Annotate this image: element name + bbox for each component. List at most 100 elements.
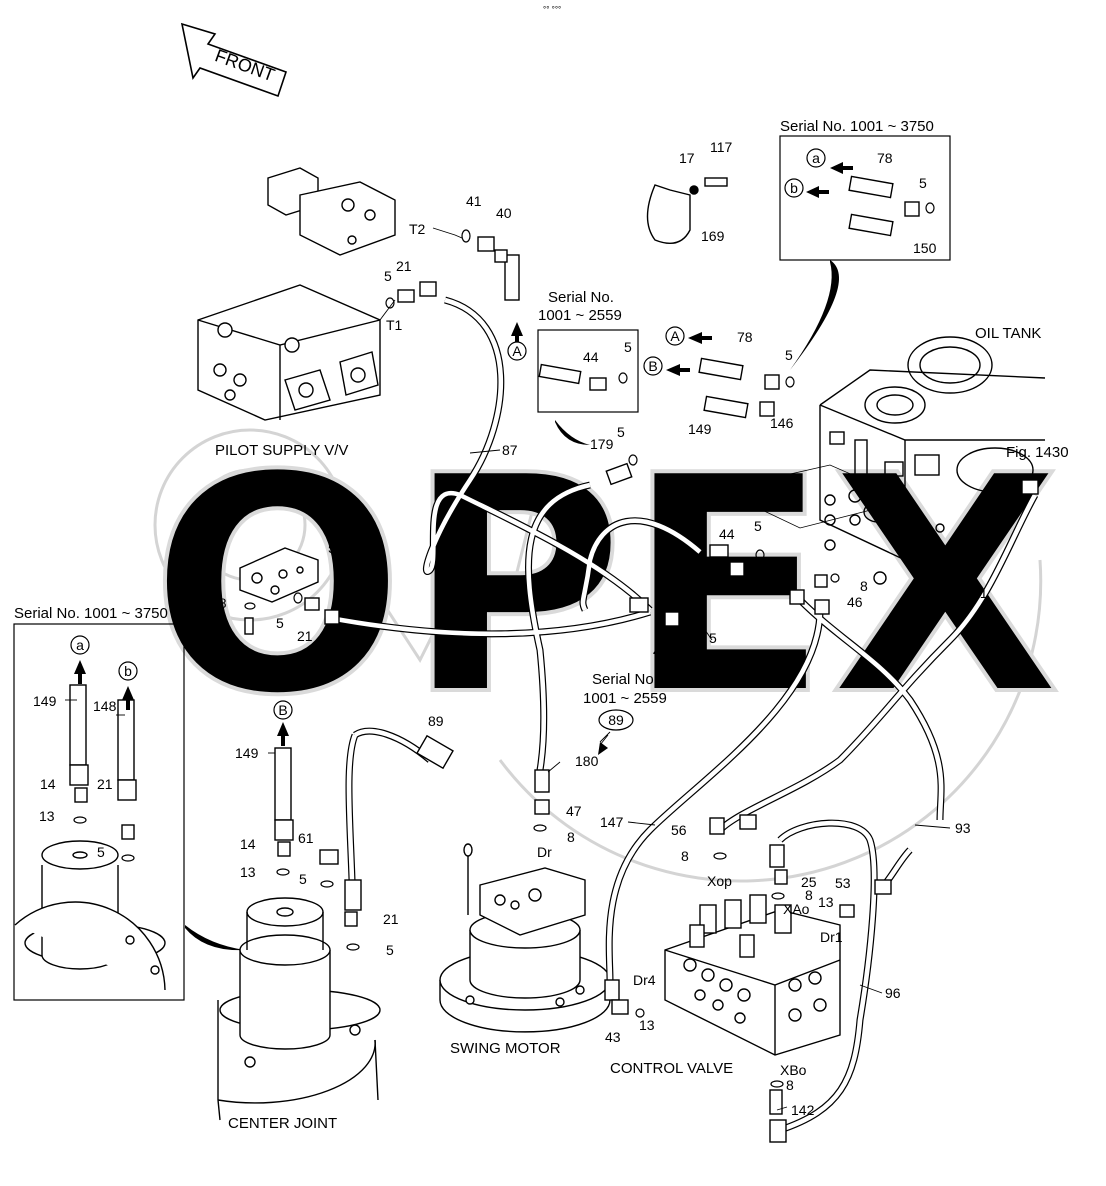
svg-text:41: 41 (466, 193, 482, 209)
svg-text:8: 8 (805, 887, 813, 903)
label-control-valve: CONTROL VALVE (610, 1060, 733, 1077)
svg-text:5: 5 (624, 339, 632, 355)
svg-text:8: 8 (681, 848, 689, 864)
svg-text:21: 21 (383, 911, 399, 927)
svg-text:Dr4: Dr4 (633, 972, 656, 988)
svg-text:8: 8 (786, 1077, 794, 1093)
svg-text:58: 58 (212, 622, 228, 638)
svg-text:25: 25 (801, 874, 817, 890)
hoses (329, 296, 1039, 1134)
callout-arrow-mid (555, 420, 590, 445)
svg-text:21: 21 (396, 258, 412, 274)
svg-text:96: 96 (885, 985, 901, 1001)
serial-labels: Serial No. 1001 ~ 3750 Serial No. 1001 ~… (14, 118, 1069, 707)
oil-tank (718, 336, 1046, 585)
svg-text:FRONT: FRONT (212, 45, 277, 85)
svg-text:90: 90 (357, 584, 373, 600)
svg-text:150: 150 (913, 240, 937, 256)
svg-text:61: 61 (298, 830, 314, 846)
svg-text:89: 89 (608, 712, 624, 728)
svg-text:13: 13 (39, 808, 55, 824)
detail-box-mid (537, 329, 639, 413)
svg-text:91: 91 (972, 585, 988, 601)
svg-text:8: 8 (860, 578, 868, 594)
svg-text:5: 5 (97, 844, 105, 860)
svg-text:149: 149 (235, 745, 259, 761)
svg-text:T2: T2 (409, 221, 426, 237)
detail-box-top-right (779, 135, 951, 261)
svg-text:Dr: Dr (537, 844, 552, 860)
svg-text:5: 5 (386, 942, 394, 958)
svg-text:5: 5 (709, 630, 717, 646)
svg-text:180: 180 (575, 753, 599, 769)
svg-text:44: 44 (583, 349, 599, 365)
svg-text:78: 78 (737, 329, 753, 345)
svg-text:179: 179 (590, 436, 614, 452)
svg-text:17: 17 (679, 150, 695, 166)
svg-text:46: 46 (847, 594, 863, 610)
svg-text:b: b (124, 663, 132, 679)
svg-text:5: 5 (919, 175, 927, 191)
svg-text:142: 142 (791, 1102, 815, 1118)
svg-text:40: 40 (496, 205, 512, 221)
svg-text:B: B (278, 702, 287, 718)
svg-text:Serial No.: Serial No. (548, 289, 614, 306)
callout-arrow-left (185, 925, 245, 951)
circle-a-left (70, 635, 90, 655)
svg-text:149: 149 (688, 421, 712, 437)
svg-text:Dr1: Dr1 (820, 929, 843, 945)
circle-a-top (806, 148, 826, 168)
svg-text:59: 59 (328, 540, 344, 556)
circle-89 (598, 709, 634, 731)
svg-text:XAo: XAo (783, 901, 810, 917)
fig-ref: Fig. 1430 (1006, 444, 1069, 461)
svg-text:44: 44 (653, 643, 669, 659)
svg-text:13: 13 (639, 1017, 655, 1033)
fittings (69, 175, 1039, 1143)
svg-text:21: 21 (297, 628, 313, 644)
pilot-supply-valve (197, 167, 396, 421)
svg-text:8: 8 (567, 829, 575, 845)
svg-text:1001 ~ 2559: 1001 ~ 2559 (538, 307, 622, 324)
svg-text:14: 14 (40, 776, 56, 792)
svg-text:56: 56 (671, 822, 687, 838)
flow-arrows (74, 162, 853, 755)
svg-text:146: 146 (770, 415, 794, 431)
svg-text:78: 78 (877, 150, 893, 166)
label-oil-tank: OIL TANK (975, 325, 1041, 342)
svg-text:Serial No.: Serial No. (592, 671, 658, 688)
svg-text:147: 147 (600, 814, 624, 830)
callout-arrow-top (790, 260, 839, 370)
svg-text:1001 ~ 2559: 1001 ~ 2559 (583, 690, 667, 707)
svg-text:149: 149 (33, 693, 57, 709)
svg-text:5: 5 (785, 347, 793, 363)
svg-text:28: 28 (211, 595, 227, 611)
svg-text:Serial No. 1001 ~ 3750: Serial No. 1001 ~ 3750 (14, 605, 168, 622)
part-labels: 117 17 169 78 5 150 41 40 T2 T1 5 21 44 … (33, 139, 988, 1118)
svg-text:5: 5 (617, 424, 625, 440)
svg-text:89: 89 (428, 713, 444, 729)
label-pilot-supply: PILOT SUPPLY V/V (215, 442, 348, 459)
swing-motor (439, 843, 611, 1033)
svg-text:XBo: XBo (780, 1062, 807, 1078)
circle-ref-labels: a b A B A a b B 89 (76, 150, 820, 728)
svg-text:21: 21 (97, 776, 113, 792)
svg-text:5: 5 (384, 268, 392, 284)
front-arrow: FRONT (180, 22, 288, 98)
svg-text:A: A (670, 328, 680, 344)
svg-text:a: a (76, 637, 84, 653)
leader-lines (65, 227, 966, 1111)
o-rings (73, 202, 935, 1088)
block-59 (239, 547, 319, 603)
corner-mark: °° °°° (543, 5, 561, 14)
center-joint-detail (14, 840, 166, 991)
svg-text:13: 13 (240, 864, 256, 880)
svg-text:Xop: Xop (707, 873, 732, 889)
svg-text:93: 93 (955, 820, 971, 836)
svg-text:A: A (512, 343, 522, 359)
svg-text:Serial No. 1001 ~ 3750: Serial No. 1001 ~ 3750 (780, 118, 934, 135)
svg-text:5: 5 (754, 518, 762, 534)
svg-text:a: a (812, 150, 820, 166)
svg-text:14: 14 (240, 836, 256, 852)
